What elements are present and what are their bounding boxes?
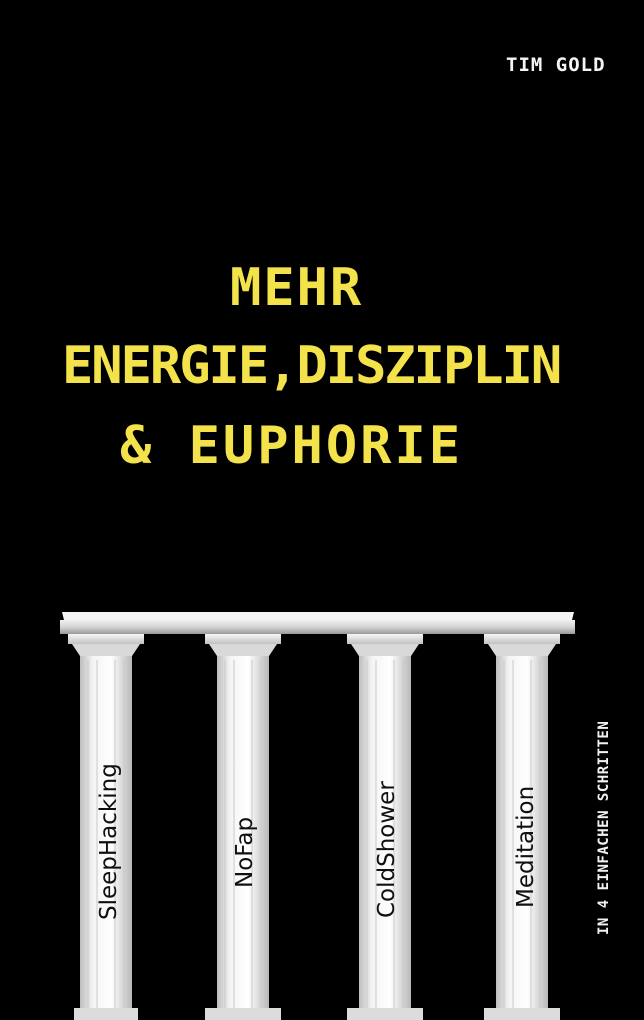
- subtitle: IN 4 EINFACHEN SCHRITTEN: [596, 720, 612, 935]
- pillar-coldshower: [347, 634, 423, 1020]
- pillar-nofap: [205, 634, 281, 1020]
- pillar-label-sleephacking: SleepHacking: [96, 763, 122, 920]
- pillar-label-coldshower: ColdShower: [374, 781, 400, 918]
- pillar-label-meditation: Meditation: [513, 786, 539, 908]
- pillar-label-nofap: NoFap: [232, 817, 258, 888]
- pillar-meditation: [484, 634, 560, 1020]
- title-line-1: MEHR: [230, 258, 364, 318]
- pillar-sleephacking: [68, 634, 144, 1020]
- title-line-2: ENERGIE,DISZIPLIN: [62, 336, 562, 396]
- title-line-3: & EUPHORIE: [120, 416, 464, 476]
- temple-beam: [60, 612, 575, 634]
- author-name: TIM GOLD: [506, 54, 606, 76]
